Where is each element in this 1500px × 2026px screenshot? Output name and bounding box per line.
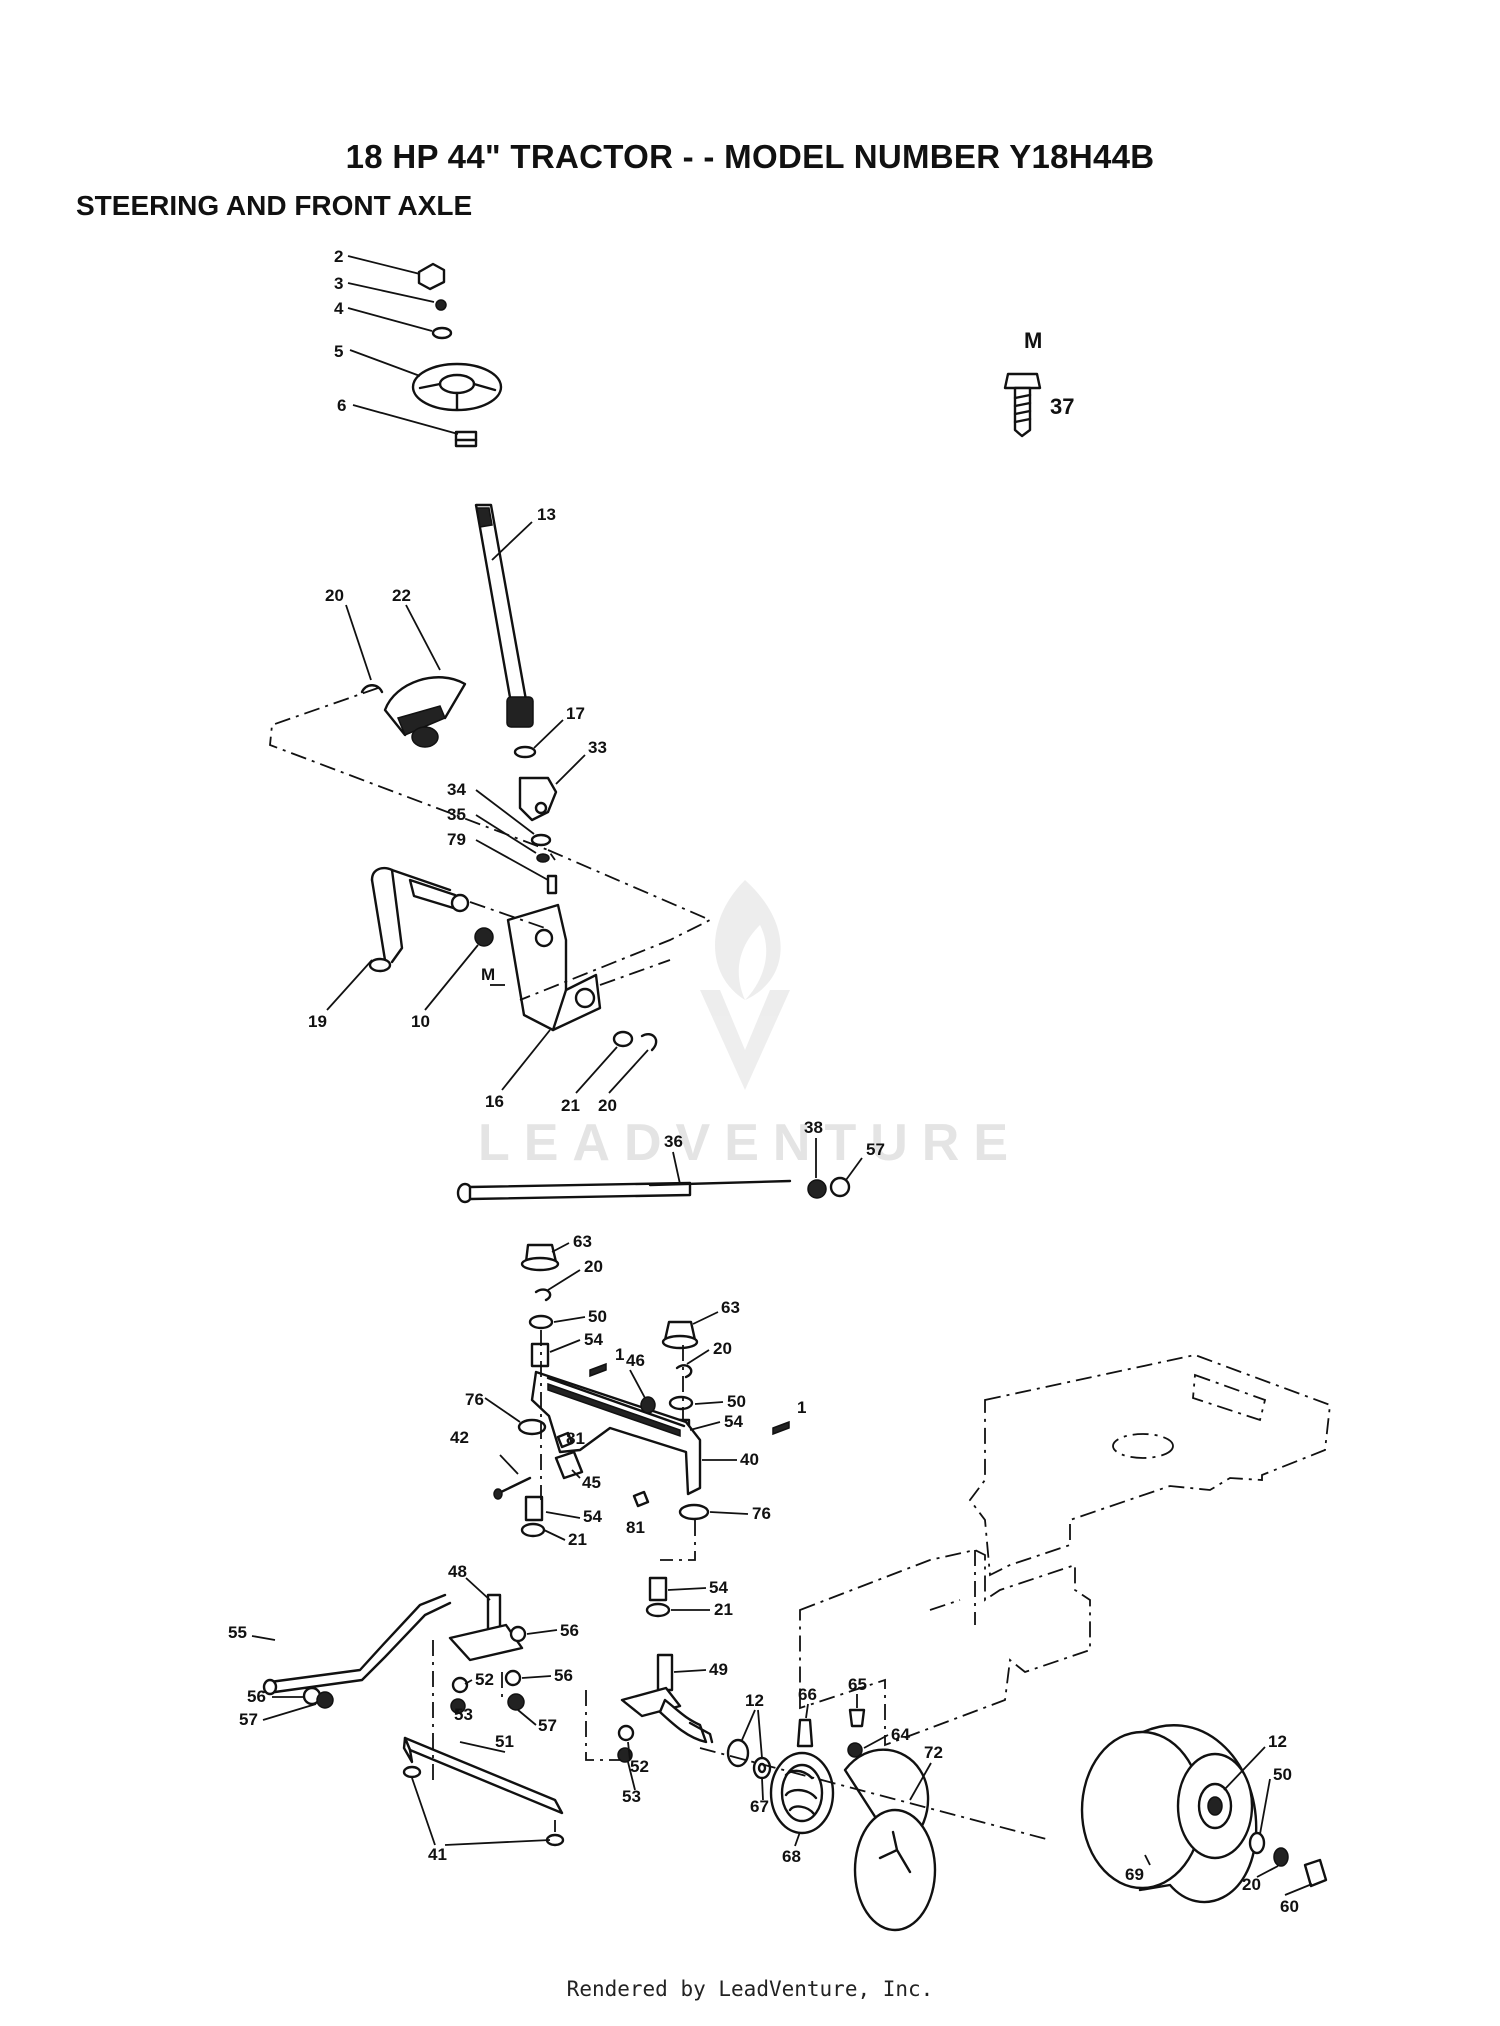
- callout-57: 57: [538, 1716, 557, 1735]
- callout-53: 53: [454, 1705, 473, 1724]
- callout-22: 22: [392, 586, 411, 605]
- callout-76: 76: [752, 1504, 771, 1523]
- callout-16: 16: [485, 1092, 504, 1111]
- callout-54: 54: [724, 1412, 743, 1431]
- callout-52: 52: [630, 1757, 649, 1776]
- callout-57: 57: [239, 1710, 258, 1729]
- callout-66: 66: [798, 1685, 817, 1704]
- callout-13: 13: [537, 505, 556, 524]
- callout-81: 81: [566, 1429, 585, 1448]
- callout-45: 45: [582, 1473, 601, 1492]
- callout-65: 65: [848, 1675, 867, 1694]
- callout-46: 46: [626, 1351, 645, 1370]
- frame-outline: [799, 1354, 1331, 1747]
- left-spindle-assembly: [262, 1593, 565, 1847]
- callout-35: 35: [447, 805, 466, 824]
- callout-12: 12: [1268, 1732, 1287, 1751]
- callout-50: 50: [588, 1307, 607, 1326]
- callout-6: 6: [337, 396, 346, 415]
- front-axle-assembly: [493, 1243, 790, 1618]
- callout-56: 56: [560, 1621, 579, 1640]
- callout-20: 20: [598, 1096, 617, 1115]
- callout-76: 76: [465, 1390, 484, 1409]
- callout-79: 79: [447, 830, 466, 849]
- callout-labels: 2 3 4 5 6 13 20 22 17 33 34 35 79 M 19 1…: [228, 247, 1299, 1916]
- steering-assembly: [269, 262, 713, 1052]
- watermark-logo: [700, 880, 790, 1090]
- callout-38: 38: [804, 1118, 823, 1137]
- right-spindle-wheel-assembly: [585, 1653, 1051, 1932]
- footer-credit: Rendered by LeadVenture, Inc.: [566, 1977, 934, 2001]
- callout-63: 63: [721, 1298, 740, 1317]
- callout-52: 52: [475, 1670, 494, 1689]
- leader-lines: [251, 255, 1313, 1896]
- callout-63: 63: [573, 1232, 592, 1251]
- callout-21: 21: [561, 1096, 580, 1115]
- callout-48: 48: [448, 1562, 467, 1581]
- callout-12: 12: [745, 1691, 764, 1710]
- callout-56: 56: [247, 1687, 266, 1706]
- callout-60: 60: [1280, 1897, 1299, 1916]
- callout-10: 10: [411, 1012, 430, 1031]
- callout-21: 21: [568, 1530, 587, 1549]
- callout-3: 3: [334, 274, 343, 293]
- callout-42: 42: [450, 1428, 469, 1447]
- section-title: STEERING AND FRONT AXLE: [76, 190, 473, 221]
- wheel-69-assembly: [1080, 1724, 1328, 1904]
- callout-40: 40: [740, 1450, 759, 1469]
- callout-50: 50: [1273, 1765, 1292, 1784]
- watermark-text: LEADVENTURE: [478, 1114, 1022, 1172]
- callout-37: 37: [1050, 394, 1074, 419]
- callout-54: 54: [584, 1330, 603, 1349]
- callout-21: 21: [714, 1600, 733, 1619]
- callout-69: 69: [1125, 1865, 1144, 1884]
- bolt-hardware-37: [1003, 372, 1042, 438]
- callout-20: 20: [325, 586, 344, 605]
- callout-33: 33: [588, 738, 607, 757]
- callout-50: 50: [727, 1392, 746, 1411]
- callout-55: 55: [228, 1623, 247, 1642]
- callout-20: 20: [1242, 1875, 1261, 1894]
- callout-1: 1: [615, 1345, 624, 1364]
- callout-1: 1: [797, 1398, 806, 1417]
- callout-5: 5: [334, 342, 343, 361]
- callout-20: 20: [584, 1257, 603, 1276]
- callout-20: 20: [713, 1339, 732, 1358]
- callout-57: 57: [866, 1140, 885, 1159]
- callout-56: 56: [554, 1666, 573, 1685]
- callout-4: 4: [334, 299, 344, 318]
- drag-link-36: [456, 1176, 851, 1204]
- callout-72: 72: [924, 1743, 943, 1762]
- callout-64: 64: [891, 1725, 910, 1744]
- callout-m: M: [481, 965, 495, 984]
- callout-49: 49: [709, 1660, 728, 1679]
- callout-m-hardware: M: [1024, 328, 1042, 353]
- callout-34: 34: [447, 780, 466, 799]
- callout-2: 2: [334, 247, 343, 266]
- callout-17: 17: [566, 704, 585, 723]
- callout-54: 54: [583, 1507, 602, 1526]
- callout-41: 41: [428, 1845, 447, 1864]
- callout-68: 68: [782, 1847, 801, 1866]
- callout-53: 53: [622, 1787, 641, 1806]
- callout-36: 36: [664, 1132, 683, 1151]
- page-title: 18 HP 44" TRACTOR - - MODEL NUMBER Y18H4…: [345, 138, 1155, 175]
- callout-19: 19: [308, 1012, 327, 1031]
- callout-81: 81: [626, 1518, 645, 1537]
- callout-54: 54: [709, 1578, 728, 1597]
- callout-51: 51: [495, 1732, 514, 1751]
- callout-67: 67: [750, 1797, 769, 1816]
